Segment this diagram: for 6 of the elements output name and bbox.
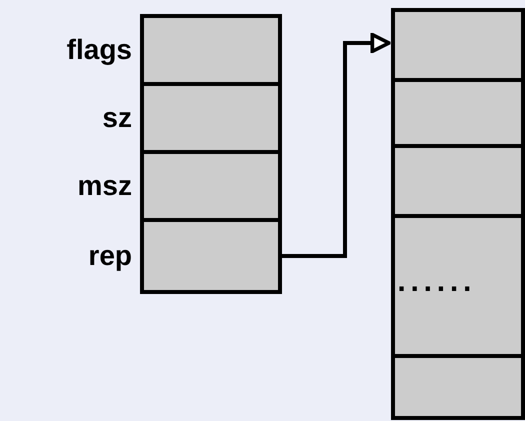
field-label: flags xyxy=(66,34,132,66)
field-label: sz xyxy=(101,102,132,134)
arrow xyxy=(282,32,391,258)
ellipsis-text: ...... xyxy=(396,268,476,298)
field-label: rep xyxy=(87,240,132,272)
field-label: msz xyxy=(76,170,132,202)
